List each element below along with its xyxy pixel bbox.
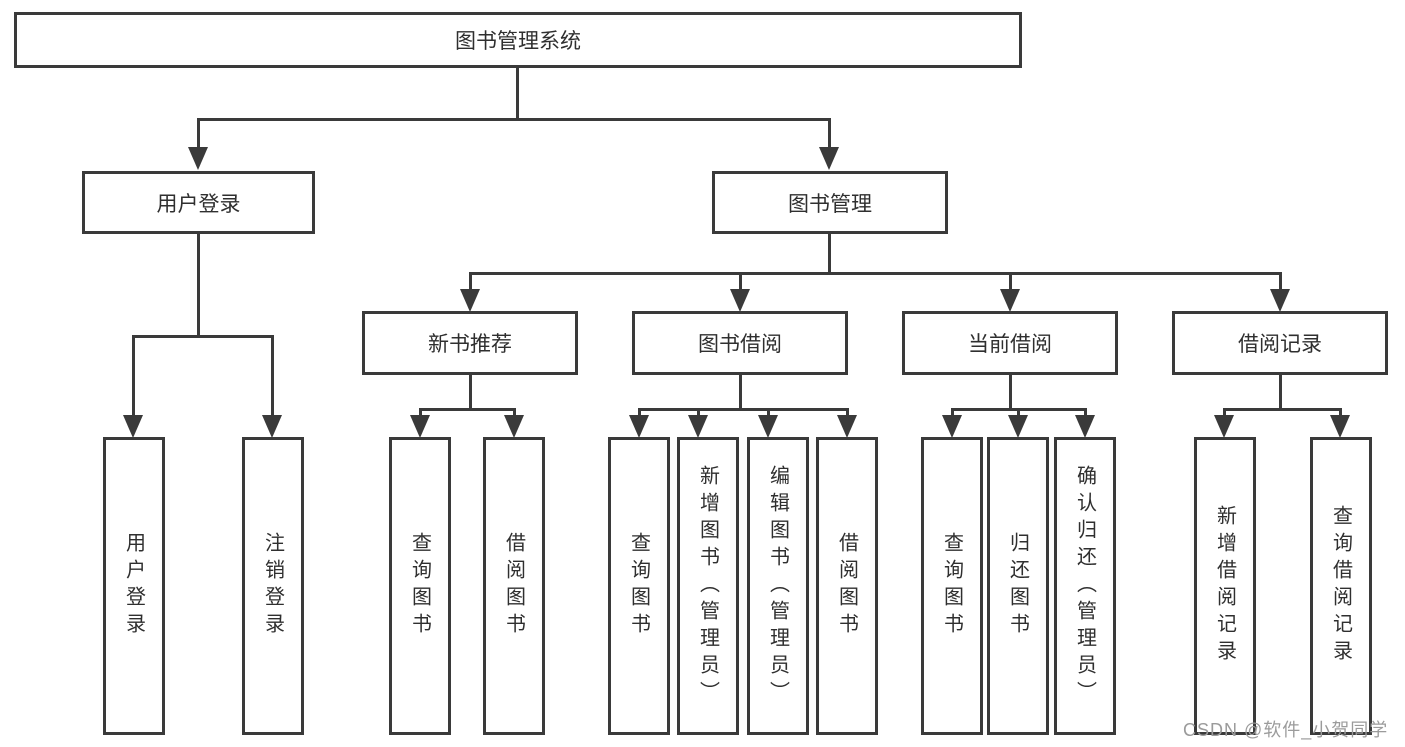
node-root: 图书管理系统: [14, 12, 1022, 68]
node-leaf-user-login: 用户登录: [103, 437, 165, 735]
arrowhead-down-icon: [410, 415, 430, 438]
node-leaf-borrow-query: 查询图书: [608, 437, 670, 735]
connector-line: [638, 408, 641, 417]
node-new-book: 新书推荐: [362, 311, 578, 375]
connector-line: [697, 408, 700, 417]
arrowhead-down-icon: [460, 289, 480, 312]
connector-line: [1339, 408, 1342, 417]
arrowhead-down-icon: [629, 415, 649, 438]
watermark-text: CSDN @软件_小贺同学: [1183, 720, 1389, 740]
arrowhead-down-icon: [1270, 289, 1290, 312]
arrowhead-down-icon: [1008, 415, 1028, 438]
arrowhead-down-icon: [1075, 415, 1095, 438]
arrowhead-down-icon: [730, 289, 750, 312]
arrowhead-down-icon: [1000, 289, 1020, 312]
node-leaf-current-query: 查询图书: [921, 437, 983, 735]
arrowhead-down-icon: [758, 415, 778, 438]
node-leaf-record-add: 新增借阅记录: [1194, 437, 1256, 735]
connector-line: [469, 375, 472, 408]
node-leaf-logout: 注销登录: [242, 437, 304, 735]
connector-line: [469, 272, 1282, 275]
node-leaf-borrow-edit: 编辑图书（管理员）: [747, 437, 809, 735]
node-leaf-record-query: 查询借阅记录: [1310, 437, 1372, 735]
connector-line: [1279, 272, 1282, 291]
connector-line: [1009, 375, 1012, 408]
connector-line: [1084, 408, 1087, 417]
node-leaf-borrow-book: 借阅图书: [816, 437, 878, 735]
node-current-borrow: 当前借阅: [902, 311, 1118, 375]
connector-line: [846, 408, 849, 417]
arrowhead-down-icon: [688, 415, 708, 438]
arrowhead-down-icon: [1330, 415, 1350, 438]
connector-line: [951, 408, 954, 417]
node-leaf-borrow-add: 新增图书（管理员）: [677, 437, 739, 735]
arrowhead-down-icon: [819, 147, 839, 170]
connector-line: [419, 408, 422, 417]
node-leaf-current-confirm: 确认归还（管理员）: [1054, 437, 1116, 735]
connector-line: [271, 335, 274, 415]
node-leaf-current-return: 归还图书: [987, 437, 1049, 735]
arrowhead-down-icon: [1214, 415, 1234, 438]
connector-line: [767, 408, 770, 417]
arrowhead-down-icon: [123, 415, 143, 438]
connector-line: [1017, 408, 1020, 417]
connector-line: [739, 375, 742, 408]
arrowhead-down-icon: [942, 415, 962, 438]
node-book-borrow: 图书借阅: [632, 311, 848, 375]
connector-line: [419, 408, 516, 411]
connector-line: [469, 272, 472, 291]
arrowhead-down-icon: [188, 147, 208, 170]
connector-line: [516, 68, 519, 120]
connector-line: [1223, 408, 1226, 417]
connector-line: [513, 408, 516, 417]
node-user-login: 用户登录: [82, 171, 315, 234]
node-leaf-newbook-query: 查询图书: [389, 437, 451, 735]
connector-line: [739, 272, 742, 291]
connector-line: [1279, 375, 1282, 408]
arrowhead-down-icon: [262, 415, 282, 438]
connector-line: [132, 335, 135, 415]
node-borrow-records: 借阅记录: [1172, 311, 1388, 375]
node-book-mgmt: 图书管理: [712, 171, 948, 234]
arrowhead-down-icon: [504, 415, 524, 438]
connector-line: [828, 118, 831, 148]
node-leaf-newbook-borrow: 借阅图书: [483, 437, 545, 735]
connector-line: [132, 335, 274, 338]
connector-line: [1223, 408, 1342, 411]
connector-line: [197, 118, 200, 148]
connector-line: [638, 408, 849, 411]
arrowhead-down-icon: [837, 415, 857, 438]
connector-line: [197, 234, 200, 335]
connector-line: [828, 234, 831, 272]
connector-line: [197, 118, 831, 121]
connector-line: [1009, 272, 1012, 291]
